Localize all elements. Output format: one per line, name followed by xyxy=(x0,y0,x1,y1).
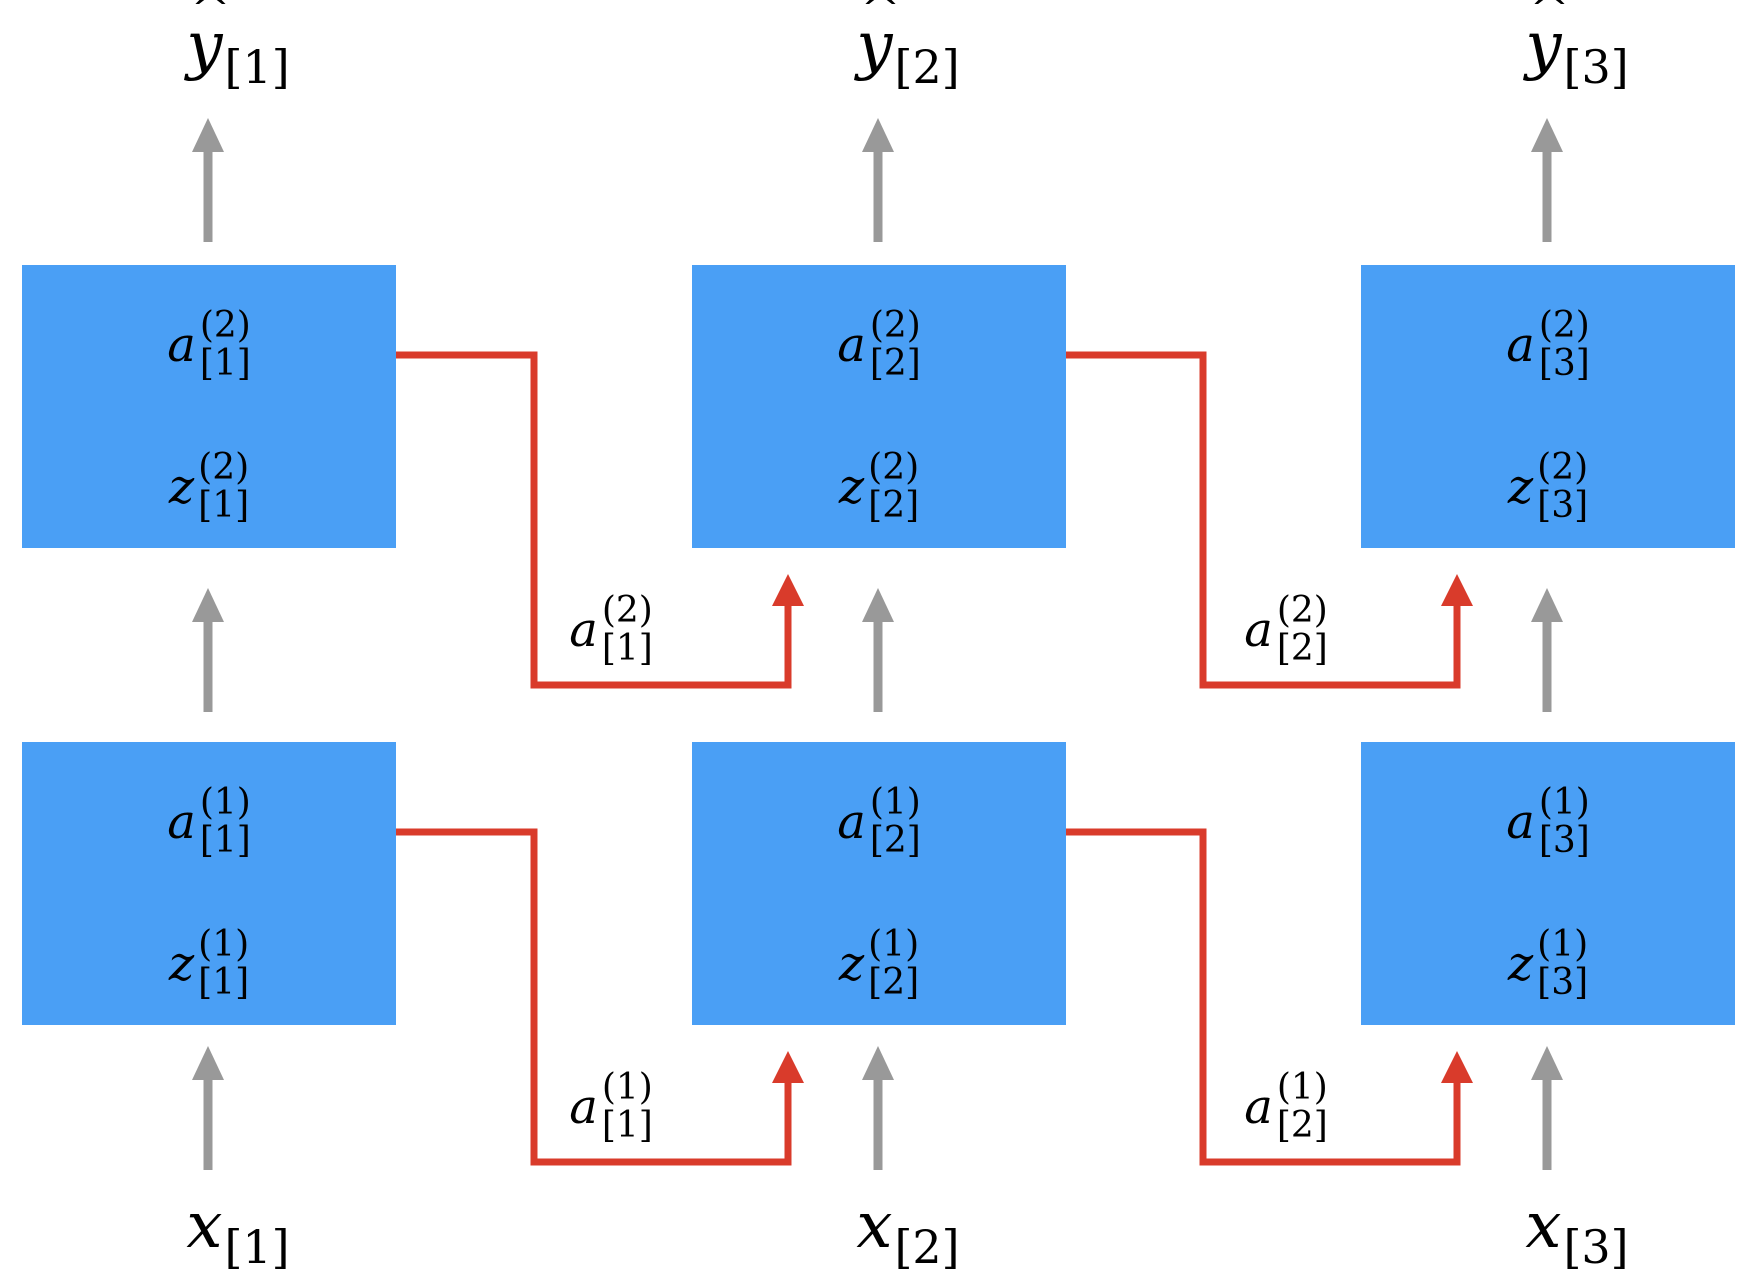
arrow-layer1-to-layer2-1 xyxy=(192,588,224,712)
arrow-layer1-to-layer2-3 xyxy=(1531,588,1563,712)
cell-layer1-t1 xyxy=(22,742,396,1025)
cell-layer1-t3-activation: a(1)[3] xyxy=(1506,782,1590,861)
cell-layer2-t3 xyxy=(1361,265,1735,548)
cell-layer1-t3-preactivation: z(1)[3] xyxy=(1507,924,1589,1003)
arrow-input-1 xyxy=(192,1046,224,1170)
cell-layer1-t1-activation: a(1)[1] xyxy=(167,782,251,861)
recurrent-arrow-layer2-2-to-3 xyxy=(1066,351,1473,689)
recurrent-arrow-layer1-2-to-3 xyxy=(1066,828,1473,1166)
cell-layer2-t1 xyxy=(22,265,396,548)
cell-layer2-t1-activation: a(2)[1] xyxy=(167,305,251,384)
arrow-output-2 xyxy=(862,118,894,242)
arrow-input-3 xyxy=(1531,1046,1563,1170)
output-label-2: y^[2] xyxy=(856,0,960,94)
cell-layer1-t2-activation: a(1)[2] xyxy=(837,782,921,861)
cell-layer1-t1-preactivation: z(1)[1] xyxy=(168,924,250,1003)
recurrent-label-layer1-2: a(1)[2] xyxy=(1244,1067,1328,1146)
cell-layer1-t2-preactivation: z(1)[2] xyxy=(838,924,920,1003)
arrow-output-3 xyxy=(1531,118,1563,242)
arrow-output-1 xyxy=(192,118,224,242)
cell-layer2-t2-preactivation: z(2)[2] xyxy=(838,447,920,526)
output-label-1: y^[1] xyxy=(186,0,290,94)
cell-layer1-t3 xyxy=(1361,742,1735,1025)
feedforward-arrows xyxy=(192,118,1563,1170)
recurrent-label-layer2-1: a(2)[1] xyxy=(569,590,653,669)
arrow-input-2 xyxy=(862,1046,894,1170)
input-label-1: x[1] xyxy=(186,1189,290,1274)
cell-layer2-t3-activation: a(2)[3] xyxy=(1506,305,1590,384)
input-label-2: x[2] xyxy=(856,1189,960,1274)
recurrent-arrow-layer2-1-to-2 xyxy=(396,351,804,689)
arrow-layer1-to-layer2-2 xyxy=(862,588,894,712)
recurrent-arrows xyxy=(396,351,1473,1166)
cell-layer2-t2-activation: a(2)[2] xyxy=(837,305,921,384)
recurrent-arrow-layer1-1-to-2 xyxy=(396,828,804,1166)
cell-layer2-t2 xyxy=(692,265,1066,548)
cell-layer1-t2 xyxy=(692,742,1066,1025)
recurrent-label-layer2-2: a(2)[2] xyxy=(1244,590,1328,669)
input-label-3: x[3] xyxy=(1525,1189,1629,1274)
cell-layer2-t3-preactivation: z(2)[3] xyxy=(1507,447,1589,526)
output-label-3: y^[3] xyxy=(1525,0,1629,94)
cell-layer2-t1-preactivation: z(2)[1] xyxy=(168,447,250,526)
recurrent-label-layer1-1: a(1)[1] xyxy=(569,1067,653,1146)
